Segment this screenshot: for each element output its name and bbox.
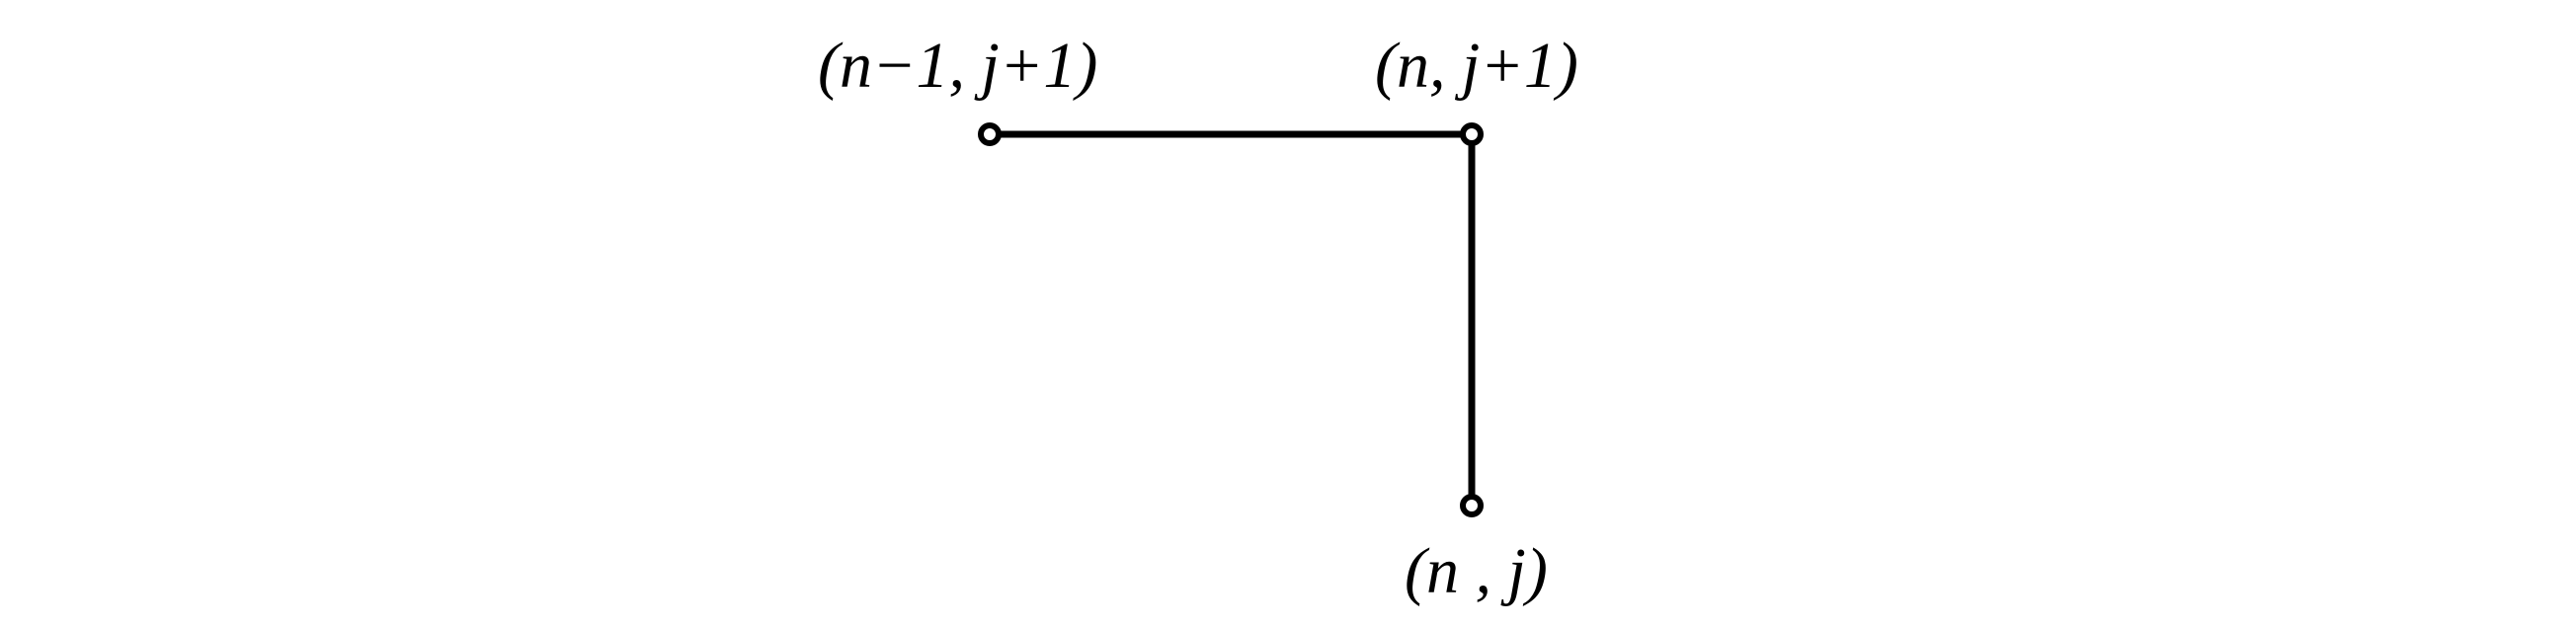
node-top-left [978,122,1002,146]
label-bottom: (n , j) [1405,535,1548,607]
node-bottom [1460,494,1484,517]
label-top-left: (n−1, j+1) [818,30,1097,102]
node-top-right [1460,122,1484,146]
label-top-right: (n, j+1) [1375,30,1578,102]
